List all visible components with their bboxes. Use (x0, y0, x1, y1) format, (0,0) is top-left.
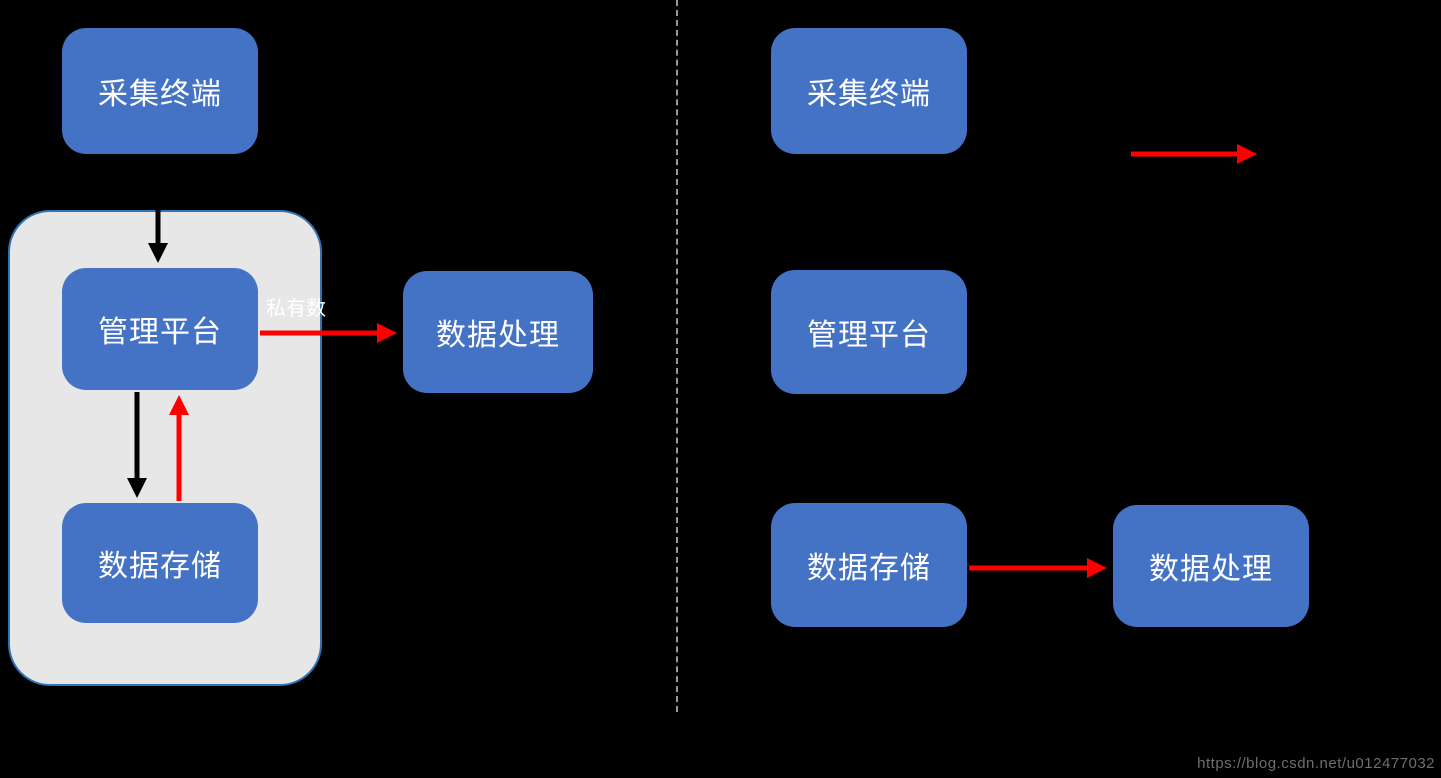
left-node-collect-label: 采集终端 (98, 78, 222, 111)
watermark-url: https://blog.csdn.net/u012477032 (1197, 755, 1435, 772)
left-node-collect: 采集终端 (62, 28, 258, 154)
dashed-divider (676, 0, 678, 712)
right-node-collect: 采集终端 (771, 28, 967, 154)
left-node-store: 数据存储 (62, 503, 258, 623)
left-node-process-label: 数据处理 (436, 319, 560, 352)
left-node-process: 数据处理 (403, 271, 593, 393)
right-node-store: 数据存储 (771, 503, 967, 627)
right-node-manage-label: 管理平台 (807, 319, 931, 352)
right-node-store-label: 数据存储 (807, 552, 931, 585)
right-node-process-label: 数据处理 (1149, 553, 1273, 586)
right-node-collect-label: 采集终端 (807, 78, 931, 111)
left-node-manage-label: 管理平台 (98, 316, 222, 349)
right-node-process: 数据处理 (1113, 505, 1309, 627)
left-node-store-label: 数据存储 (98, 550, 222, 583)
left-node-manage: 管理平台 (62, 268, 258, 390)
right-node-manage: 管理平台 (771, 270, 967, 394)
left-edge-label: 私有数 (266, 298, 326, 320)
